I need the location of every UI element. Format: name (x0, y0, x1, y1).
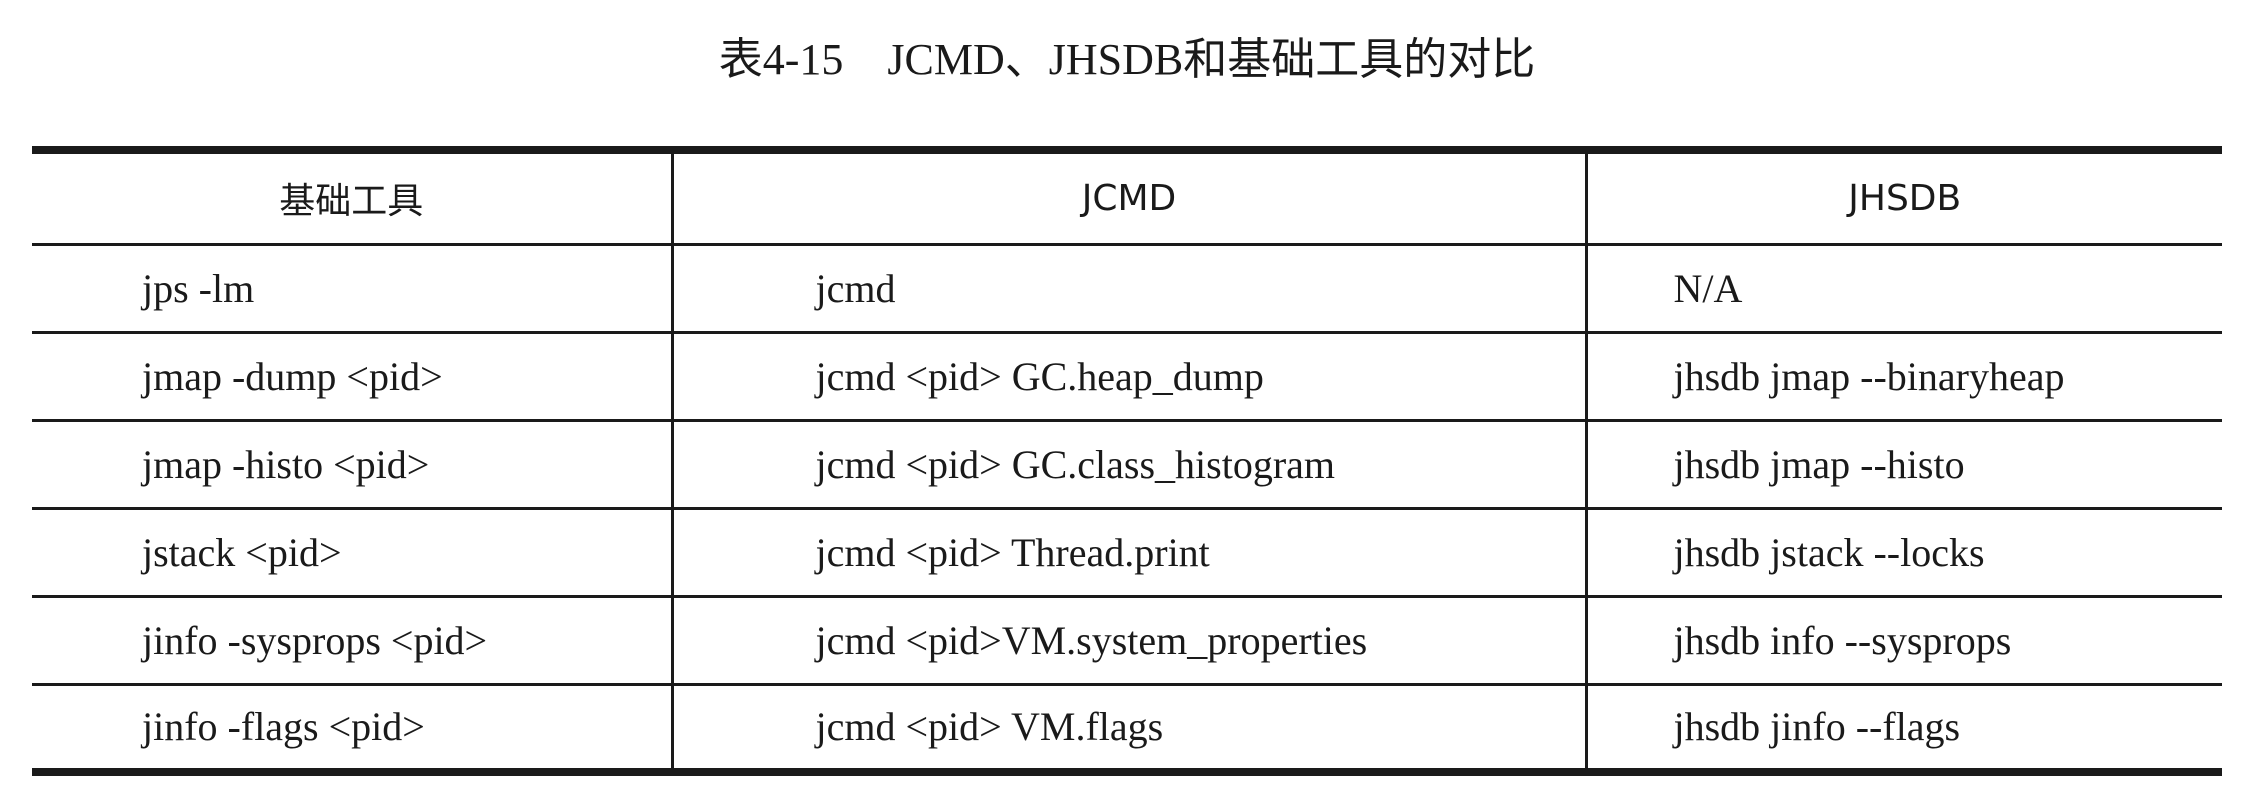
jhsdb-cell: jhsdb info --sysprops (1584, 594, 2222, 684)
header-jcmd: JCMD (670, 146, 1586, 246)
table-row: jmap -histo <pid> jcmd <pid> GC.class_hi… (32, 418, 2222, 508)
table-row: jinfo -sysprops <pid> jcmd <pid>VM.syste… (32, 594, 2222, 684)
header-row: 基础工具 JCMD JHSDB (32, 146, 2222, 246)
comparison-table: 基础工具 JCMD JHSDB jps -lm jcmd N/A jmap -d… (32, 146, 2222, 776)
basic-tool-cell: jmap -histo <pid> (32, 418, 672, 508)
basic-tool-cell: jmap -dump <pid> (32, 330, 672, 420)
jcmd-cell: jcmd <pid> VM.flags (670, 682, 1586, 776)
jcmd-cell: jcmd <pid> GC.heap_dump (670, 330, 1586, 420)
header-basic-tools: 基础工具 (32, 146, 672, 246)
jhsdb-cell: N/A (1584, 242, 2222, 332)
basic-tool-cell: jstack <pid> (32, 506, 672, 596)
table-row: jstack <pid> jcmd <pid> Thread.print jhs… (32, 506, 2222, 596)
table-row: jmap -dump <pid> jcmd <pid> GC.heap_dump… (32, 330, 2222, 420)
basic-tool-cell: jinfo -sysprops <pid> (32, 594, 672, 684)
jhsdb-cell: jhsdb jmap --binaryheap (1584, 330, 2222, 420)
jcmd-cell: jcmd <pid> Thread.print (670, 506, 1586, 596)
jcmd-cell: jcmd <pid> GC.class_histogram (670, 418, 1586, 508)
jhsdb-cell: jhsdb jmap --histo (1584, 418, 2222, 508)
header-jhsdb: JHSDB (1584, 146, 2222, 246)
jhsdb-cell: jhsdb jstack --locks (1584, 506, 2222, 596)
jcmd-cell: jcmd <pid>VM.system_properties (670, 594, 1586, 684)
basic-tool-cell: jinfo -flags <pid> (32, 682, 672, 776)
table-row: jps -lm jcmd N/A (32, 242, 2222, 332)
table-row: jinfo -flags <pid> jcmd <pid> VM.flags j… (32, 682, 2222, 776)
basic-tool-cell: jps -lm (32, 242, 672, 332)
jhsdb-cell: jhsdb jinfo --flags (1584, 682, 2222, 776)
jcmd-cell: jcmd (670, 242, 1586, 332)
table-caption: 表4-15 JCMD、JHSDB和基础工具的对比 (718, 35, 1536, 84)
